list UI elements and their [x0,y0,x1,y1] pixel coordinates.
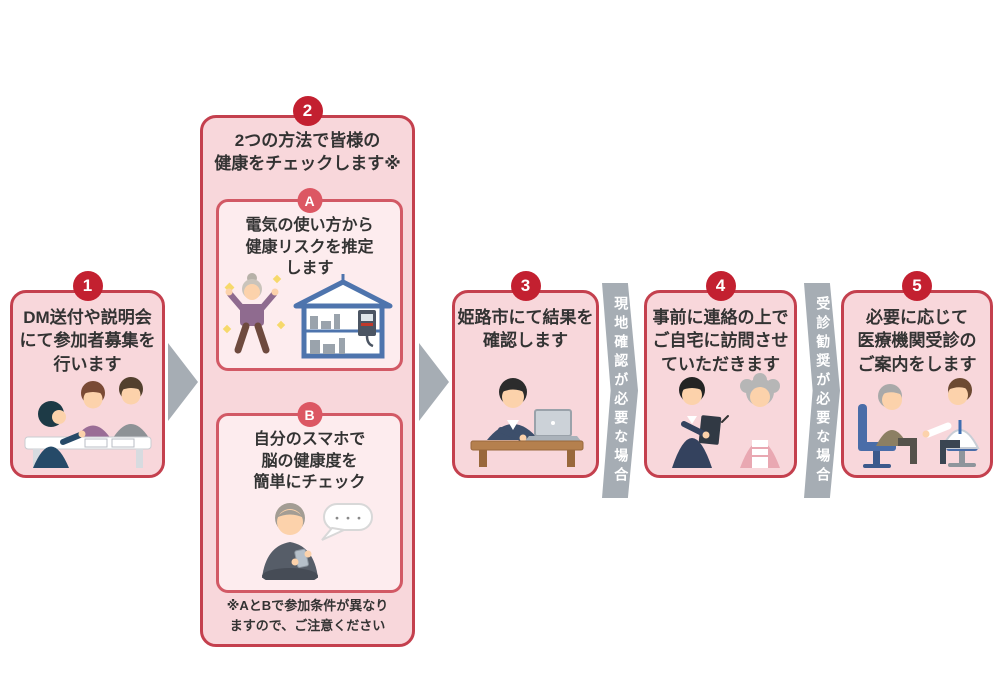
method-a-card: A 電気の使い方から 健康リスクを推定 します [216,188,403,371]
step-3-label: 姫路市にて結果を 確認します [457,308,594,351]
flow-arrow-1-icon [168,343,198,421]
condition-band-referral: 受診勧奨が必要な場合 [804,283,840,498]
step-5-card: 5 必要に応じて 医療機関受診の ご案内をします [841,271,993,478]
smartphone-brain-check-illustration: ・・・ [240,492,380,585]
step-2-number-badge: 2 [292,96,323,126]
method-b-card: B 自分のスマホで 脳の健康度を 簡単にチェック ・・・ [216,402,403,593]
speech-bubble [322,503,373,531]
method-b-label: 自分のスマホで 脳の健康度を 簡単にチェック [253,431,366,492]
condition-band-referral-label: 受診勧奨が必要な場合 [815,295,832,486]
electricity-house-illustration [222,270,398,365]
laptop-result-check-illustration [457,368,595,473]
doctor-consultation-illustration [844,372,990,473]
speech-bubble-dots: ・・・ [331,513,364,525]
method-b-badge: B [297,402,322,427]
step-3-number-badge: 3 [510,271,541,301]
step-1-number-badge: 1 [72,271,103,301]
reception-desk-illustration [13,368,163,473]
method-a-badge: A [297,188,322,213]
home-visit-illustration [648,372,794,473]
step-2-label: 2つの方法で皆様の 健康をチェックします※ [214,131,401,174]
method-a-label: 電気の使い方から 健康リスクを推定 します [245,217,374,278]
step-4-label: 事前に連絡の上で ご自宅に訪問させ ていただきます [652,308,789,374]
step-1-card: 1 DM送付や説明会 にて参加者募集を 行います [10,271,165,478]
step-3-card: 3 姫路市にて結果を 確認します [452,271,599,478]
condition-band-onsite-label: 現地確認が必要な場合 [613,295,630,486]
ab-condition-footnote: ※AとBで参加条件が異なり ますので、ご注意ください [226,598,389,633]
step-4-number-badge: 4 [705,271,736,301]
step-5-label: 必要に応じて 医療機関受診の ご案内をします [857,308,977,374]
flow-arrow-2-icon [419,343,449,421]
step-1-label: DM送付や説明会 にて参加者募集を 行います [19,308,156,374]
step-2-card: 2 2つの方法で皆様の 健康をチェックします※ A 電気の使い方から 健康リスク… [200,96,415,647]
step-4-card: 4 事前に連絡の上で ご自宅に訪問させ ていただきます [644,271,797,478]
condition-band-onsite: 現地確認が必要な場合 [602,283,638,498]
step-5-number-badge: 5 [902,271,932,301]
